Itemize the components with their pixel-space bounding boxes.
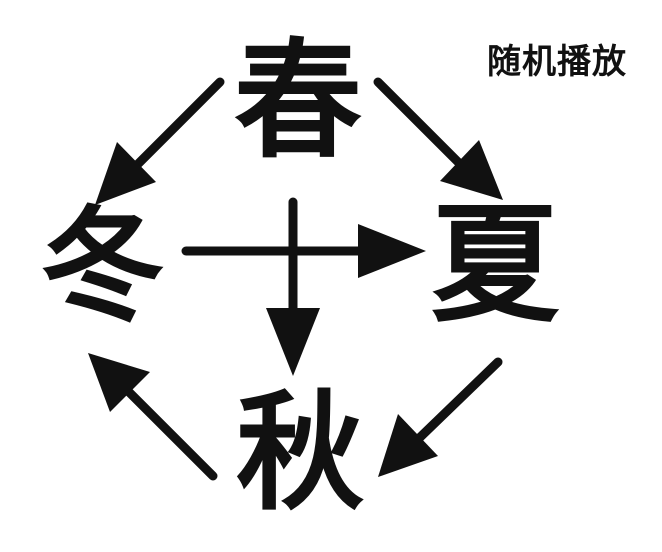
label-winter: 冬: [40, 195, 165, 339]
arrow-autumn-to-winter: [88, 353, 218, 481]
arrow-summer-to-autumn: [378, 357, 503, 477]
arrow-center-horizontal: [181, 224, 426, 278]
random-play-label: 随机播放: [487, 42, 627, 82]
label-summer: 夏: [430, 191, 559, 340]
label-autumn: 秋: [235, 379, 364, 528]
arrow-spring-to-summer: [373, 77, 503, 200]
arrow-center-vertical: [266, 197, 320, 376]
arrow-winter-to-spring: [95, 77, 225, 205]
label-spring: 春: [233, 27, 362, 176]
